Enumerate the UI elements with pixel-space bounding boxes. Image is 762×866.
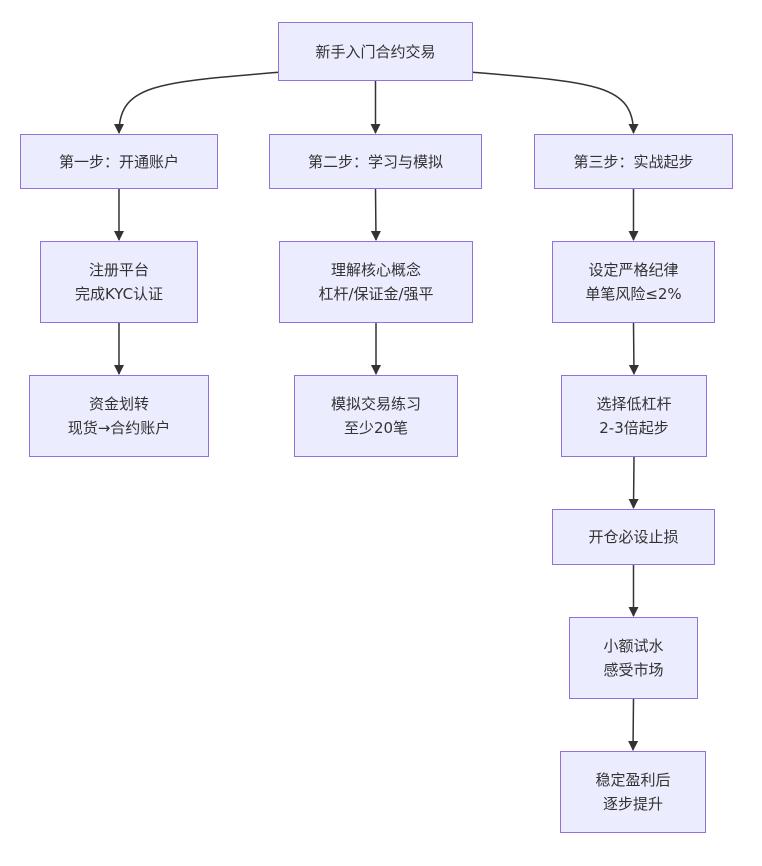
edge-root-to-step3 xyxy=(470,71,639,134)
node-s3b-line-1: 选择低杠杆 xyxy=(596,395,672,413)
node-step2-line-1: 第二步：学习与模拟 xyxy=(307,152,443,171)
node-s2b: 模拟交易练习 至少20笔 xyxy=(294,375,458,457)
node-step1-line-1: 第一步：开通账户 xyxy=(58,152,179,171)
node-s3e-line-1: 稳定盈利后 xyxy=(595,771,671,789)
node-s1b: 资金划转 现货→合约账户 xyxy=(29,375,209,457)
edge-s3d-to-s3e xyxy=(628,698,639,751)
node-s3c-line-1: 开仓必设止损 xyxy=(588,528,679,546)
node-s1a-line-1: 注册平台 xyxy=(88,261,149,279)
node-s3b: 选择低杠杆 2-3倍起步 xyxy=(561,375,707,457)
node-s2a-line-1: 理解核心概念 xyxy=(330,261,421,279)
node-s3d-line-2: 感受市场 xyxy=(603,661,664,679)
node-s3b-line-2: 2-3倍起步 xyxy=(599,419,669,437)
node-s3d: 小额试水 感受市场 xyxy=(569,617,698,699)
node-step3: 第三步：实战起步 xyxy=(534,134,733,189)
node-step2: 第二步：学习与模拟 xyxy=(269,134,482,189)
edge-s3a-to-s3b xyxy=(628,322,639,375)
node-step1: 第一步：开通账户 xyxy=(20,134,218,189)
node-root: 新手入门合约交易 xyxy=(278,22,473,81)
node-s3d-line-1: 小额试水 xyxy=(603,637,664,655)
node-s3c: 开仓必设止损 xyxy=(552,509,715,565)
node-s2a-line-2: 杠杆/保证金/强平 xyxy=(318,285,434,303)
edge-step2-to-s2a xyxy=(370,188,381,241)
edge-s3b-to-s3c xyxy=(628,456,639,509)
node-s3a-line-2: 单笔风险≤2% xyxy=(585,285,682,303)
node-s1a-line-2: 完成KYC认证 xyxy=(74,285,164,303)
node-s1b-line-2: 现货→合约账户 xyxy=(67,419,171,437)
node-s2b-line-1: 模拟交易练习 xyxy=(330,395,421,413)
node-s3e-line-2: 逐步提升 xyxy=(602,795,663,813)
node-s1a: 注册平台 完成KYC认证 xyxy=(40,241,198,323)
node-s2a: 理解核心概念 杠杆/保证金/强平 xyxy=(279,241,473,323)
node-s3a-line-1: 设定严格纪律 xyxy=(588,261,679,279)
node-root-line-1: 新手入门合约交易 xyxy=(315,42,436,61)
node-s3a: 设定严格纪律 单笔风险≤2% xyxy=(552,241,715,323)
node-s1b-line-1: 资金划转 xyxy=(88,395,149,413)
node-s3e: 稳定盈利后 逐步提升 xyxy=(560,751,706,833)
edge-root-to-step1 xyxy=(114,71,281,134)
node-s2b-line-2: 至少20笔 xyxy=(343,419,409,437)
node-step3-line-1: 第三步：实战起步 xyxy=(573,152,694,171)
